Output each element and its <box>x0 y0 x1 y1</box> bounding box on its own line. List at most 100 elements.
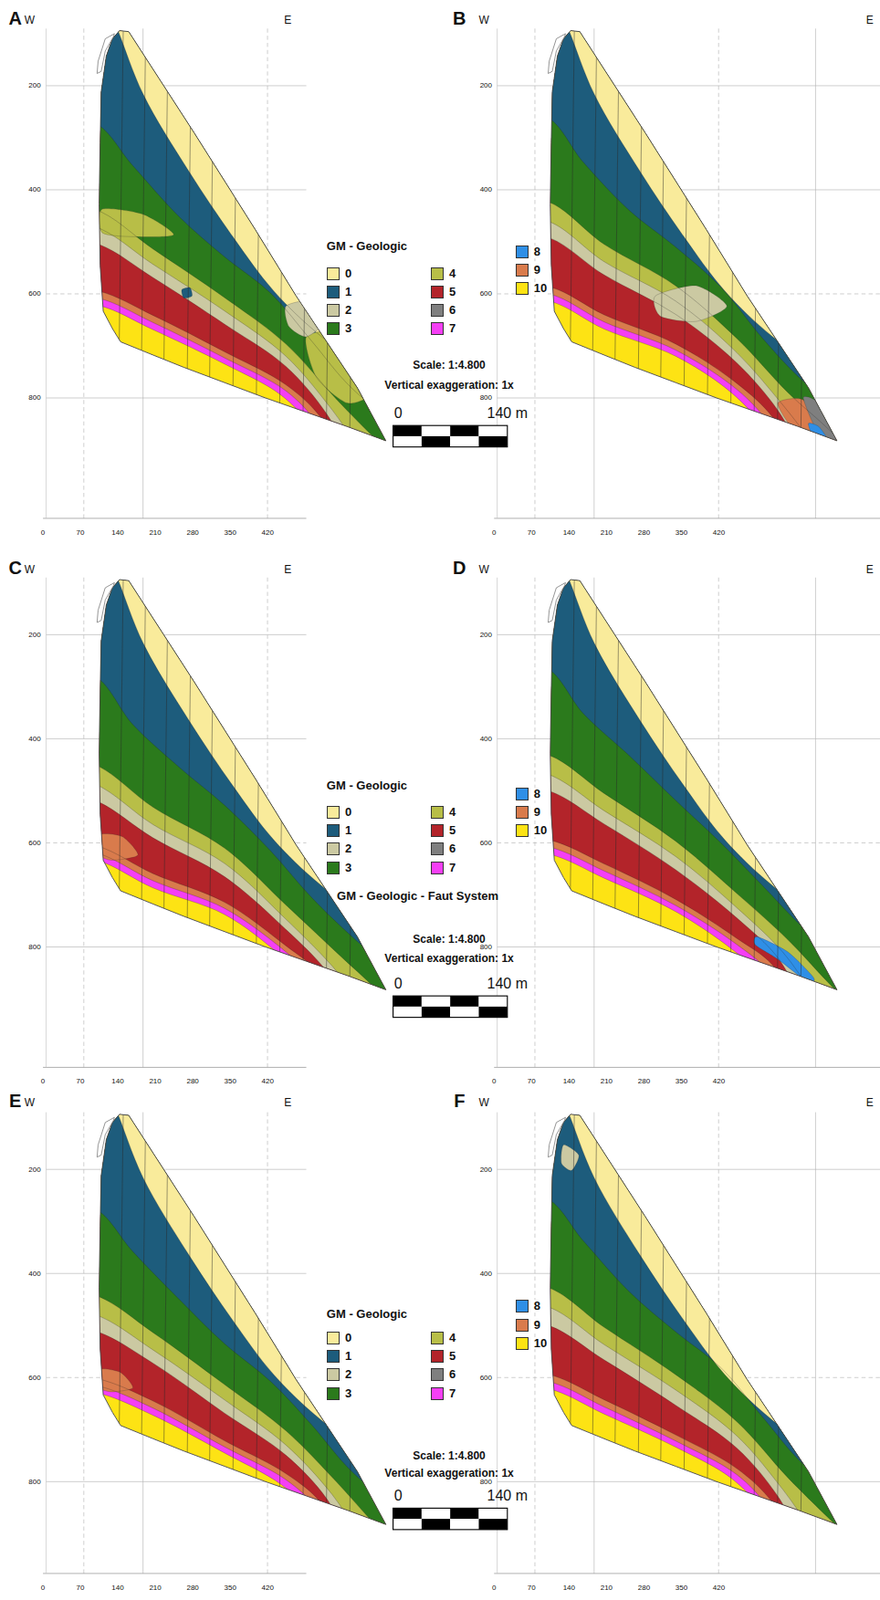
scale-cell <box>421 1006 451 1018</box>
unit-patch <box>98 833 138 860</box>
unit-area <box>41 0 481 465</box>
legend-swatch <box>430 1368 444 1382</box>
compass-label: W <box>24 564 35 577</box>
grid-line <box>815 28 817 519</box>
unit-area <box>492 518 880 995</box>
axis-line <box>496 577 498 1069</box>
compass-label: E <box>283 14 292 27</box>
legend-label: 6 <box>448 303 457 317</box>
fault-line <box>255 0 262 480</box>
topography-strip <box>548 582 566 623</box>
contact-line <box>41 289 347 468</box>
axis-tick: 400 <box>479 734 493 743</box>
legend-title: GM - Geologic <box>326 240 408 253</box>
section-panel <box>41 518 481 1068</box>
axis-tick: 140 <box>110 1078 125 1086</box>
legend-swatch <box>326 842 340 856</box>
unit-patch <box>99 209 175 238</box>
unit-area <box>492 518 880 1004</box>
axis-line <box>493 1572 880 1574</box>
axis-tick: 0 <box>491 1078 497 1086</box>
fault-line <box>208 548 215 1028</box>
contact-line <box>492 300 778 464</box>
legend-label: 2 <box>344 1369 353 1383</box>
legend-label: 8 <box>533 1300 542 1314</box>
legend-swatch <box>326 1331 340 1345</box>
fault-line <box>348 1083 356 1563</box>
topography-strip <box>96 582 115 623</box>
fault-line <box>568 0 576 480</box>
fault-line <box>278 0 285 480</box>
topography-strip <box>548 33 566 74</box>
legend-swatch <box>326 1350 340 1363</box>
panel-letter: A <box>9 9 22 29</box>
axis-tick: 200 <box>479 630 493 639</box>
unit-area <box>41 0 481 468</box>
legend-label: 3 <box>344 861 353 875</box>
legend-swatch <box>430 861 444 875</box>
axis-tick: 350 <box>674 1584 689 1593</box>
grid-line <box>45 1169 306 1171</box>
scale-text: Vertical exaggeration: 1x <box>384 378 514 391</box>
legend-label: 0 <box>344 1331 353 1345</box>
scale-cell <box>450 1519 479 1530</box>
contact-line <box>492 852 778 1011</box>
axis-tick: 350 <box>222 1078 237 1086</box>
section-panel <box>492 0 880 519</box>
axis-tick: 600 <box>27 1374 42 1383</box>
scale-number: 140 m <box>487 1488 528 1505</box>
panel-letter: B <box>452 9 466 29</box>
axis-tick: 140 <box>562 529 577 537</box>
geologic-units <box>41 1053 481 1589</box>
scale-bar <box>393 995 508 1017</box>
contact-line <box>41 1326 353 1548</box>
unit-area <box>553 1053 880 1483</box>
scale-cell <box>421 436 451 448</box>
axis-tick: 600 <box>27 290 42 298</box>
unit-area <box>553 518 880 948</box>
geologic-units <box>492 518 880 1048</box>
scale-number: 140 m <box>487 406 528 422</box>
compass-label: E <box>866 14 874 27</box>
scale-cell <box>421 1508 451 1520</box>
grid-line <box>83 577 84 1069</box>
unit-area <box>553 0 880 399</box>
fault-line <box>186 0 193 480</box>
axis-tick: 350 <box>674 1078 689 1086</box>
legend-swatch <box>515 1299 529 1313</box>
section-outline <box>550 31 838 441</box>
fault-line <box>255 1083 262 1563</box>
axis-tick: 140 <box>110 529 125 537</box>
scale-number: 0 <box>394 406 403 422</box>
legend-swatch <box>430 322 444 336</box>
legend-label: 10 <box>533 282 548 296</box>
compass-label: E <box>866 1096 874 1109</box>
axis-tick: 70 <box>526 1584 537 1593</box>
legend-label: 9 <box>533 264 542 278</box>
fault-line <box>255 548 262 1028</box>
fault-line <box>659 1083 666 1563</box>
fault-line <box>302 1083 309 1563</box>
section-outline <box>99 31 387 441</box>
contact-line <box>41 1382 337 1551</box>
scale-cell <box>450 1508 479 1520</box>
scale-cell <box>450 995 479 1007</box>
fault-line <box>800 0 807 480</box>
contact-line <box>553 1083 860 1482</box>
scale-cell <box>450 1006 479 1018</box>
legend-swatch <box>430 1387 444 1401</box>
grid-line <box>497 946 880 948</box>
scale-cell <box>478 1006 507 1018</box>
legend-swatch <box>326 806 340 819</box>
legend-title: GM - Geologic <box>326 1309 408 1322</box>
fault-line <box>682 548 690 1028</box>
axis-tick: 280 <box>637 1078 651 1086</box>
fault-line <box>706 0 713 480</box>
geologic-units <box>492 1053 880 1581</box>
unit-area <box>41 0 481 462</box>
contact-line <box>492 788 804 1005</box>
axis-tick: 400 <box>479 1269 493 1278</box>
unit-patch <box>803 396 838 440</box>
contact-line <box>492 1387 778 1551</box>
